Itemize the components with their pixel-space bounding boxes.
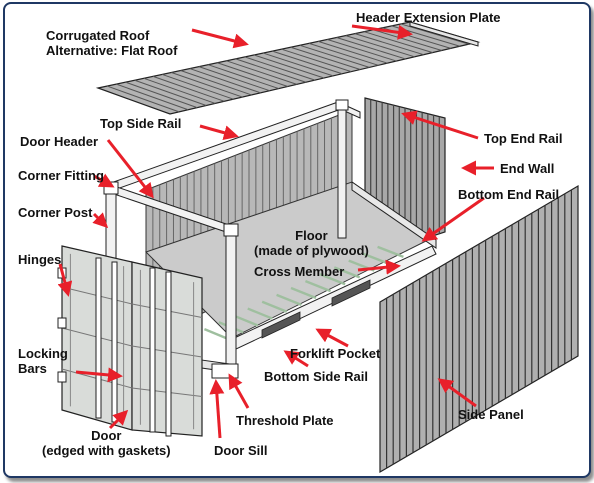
roof-rib [290,46,361,71]
cross-member-bar [362,252,390,265]
roof-rib [207,64,279,90]
label-corner-post: Corner Post [18,205,93,220]
label-floor-line-1: Floor [295,228,328,243]
arrow-door [108,409,129,430]
cross-member-bar [333,266,361,279]
roof-rib [143,77,216,104]
container-doors [57,245,203,437]
side-panel-corrugations [386,189,573,469]
cross-member-bar [276,293,302,306]
arrow-door-sill [209,379,225,439]
roof-rib [244,56,316,81]
roof-rib [253,54,325,79]
bottom-end-rail-shape [351,181,437,249]
cross-member-bar [304,280,332,293]
label-corrugated-roof: Corrugated Roof Alternative: Flat Roof [46,28,177,58]
roof-rib [162,73,234,100]
label-locking-bars-line-1: Locking [18,346,68,361]
roof-rib [107,85,180,113]
arrow-top-side-rail [199,124,239,141]
roof-rib [272,50,343,75]
label-floor: Floor (made of plywood) [254,228,369,258]
roof-rib [308,42,379,66]
roof-rib [363,31,433,54]
roof-rib [198,66,270,92]
cross-member-bar [377,245,404,258]
arrow-corner-fitting [93,173,115,188]
arrow-header-extension [351,24,413,40]
cross-member-bar [232,314,259,327]
arrow-cross-member [357,259,401,275]
label-top-side-rail: Top Side Rail [100,116,182,131]
label-door: Door (edged with gaskets) [42,428,171,458]
arrow-hinges [57,263,73,297]
roof-rib [116,83,189,111]
bottom-side-rail-shape [229,245,437,351]
roof-rib [281,48,352,73]
arrow-forklift-pocket [315,328,349,348]
label-door-line-1: Door [91,428,122,443]
label-forklift-pocket: Forklift Pocket [290,346,381,361]
cross-member-bar [203,328,230,341]
arrow-door-header [106,139,154,199]
roof-rib [226,60,297,85]
roof-rib [354,33,424,56]
arrow-threshold-plate [228,373,250,409]
label-door-sill: Door Sill [214,443,268,458]
roof-rib [125,81,198,109]
label-bottom-end-rail: Bottom End Rail [458,187,560,202]
arrow-side-panel [437,378,477,408]
label-corner-fitting: Corner Fitting [18,168,104,183]
arrow-roof [191,28,249,49]
side-panel-shape [379,184,579,474]
label-bottom-side-rail: Bottom Side Rail [264,369,369,384]
roof-corrugations [107,23,470,113]
label-locking-bars-line-2: Bars [18,361,47,376]
roof-rib [217,62,288,87]
cross-member-bar [290,286,317,300]
label-floor-line-2: (made of plywood) [254,243,369,258]
roof-rib [189,68,261,94]
roof-rib [134,79,207,107]
arrow-corner-post [92,212,109,229]
label-corrugated-roof-line-1: Corrugated Roof [46,28,150,43]
arrow-bottom-end-rail [421,196,485,242]
roof-panel [95,21,481,115]
roof-rib [171,71,243,98]
label-header-extension-plate: Header Extension Plate [356,10,501,25]
roof-rib [345,35,415,58]
roof-rib [373,29,442,51]
roof-rib [152,75,225,102]
cross-members-shape [203,245,404,341]
roof-rib [263,52,334,77]
label-top-end-rail: Top End Rail [484,131,563,146]
arrow-bottom-side-rail [283,350,309,368]
roof-rib [235,58,307,83]
label-cross-member: Cross Member [254,264,345,279]
roof-rib [180,70,252,96]
roof-rib [327,38,397,62]
label-door-line-2: (edged with gaskets) [42,443,171,458]
arrow-locking-bars [75,367,123,383]
cross-member-bar [319,273,346,286]
label-threshold-plate: Threshold Plate [236,413,334,428]
roof-rib [336,37,406,60]
label-locking-bars: Locking Bars [18,346,68,376]
header-extension-plate-shape [409,21,479,47]
label-door-header: Door Header [20,134,99,149]
arrow-top-end-rail [401,110,479,140]
roof-rib [299,44,370,68]
label-side-panel: Side Panel [458,407,524,422]
roof-rib [318,40,388,64]
label-end-wall: End Wall [500,161,555,176]
cross-member-bar [247,307,273,320]
cross-member-bar [261,300,288,313]
callout-arrows [57,24,494,439]
label-corrugated-roof-line-2: Alternative: Flat Roof [46,43,178,58]
label-hinges: Hinges [18,252,62,267]
